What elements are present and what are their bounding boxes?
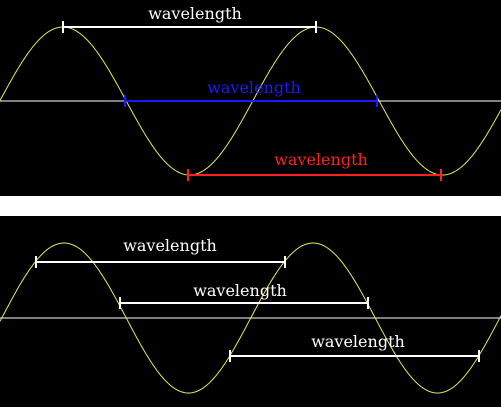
top-wave-panel: wavelength wavelength wavelength [0,0,501,196]
trough-to-trough-label: wavelength [274,150,368,169]
crest-to-crest-label: wavelength [148,4,242,23]
wavelength-span-2-label: wavelength [193,281,287,300]
wavelength-span-1-marker [35,256,286,268]
node-to-node-label: wavelength [207,78,301,97]
bottom-wave-svg: wavelength wavelength wavelength [0,236,501,394]
top-sine-wave [0,26,501,176]
bottom-wave-panel: wavelength wavelength wavelength [0,216,501,407]
crest-to-crest-marker [62,21,317,33]
wavelength-span-3-label: wavelength [311,332,405,351]
trough-to-trough-marker [187,169,442,181]
wavelength-span-3-marker [229,350,480,362]
wavelength-span-1-label: wavelength [123,236,217,255]
top-wave-svg: wavelength wavelength wavelength [0,4,501,181]
node-to-node-marker [124,95,378,107]
wavelength-span-2-marker [119,297,369,309]
bottom-sine-wave [0,242,501,394]
